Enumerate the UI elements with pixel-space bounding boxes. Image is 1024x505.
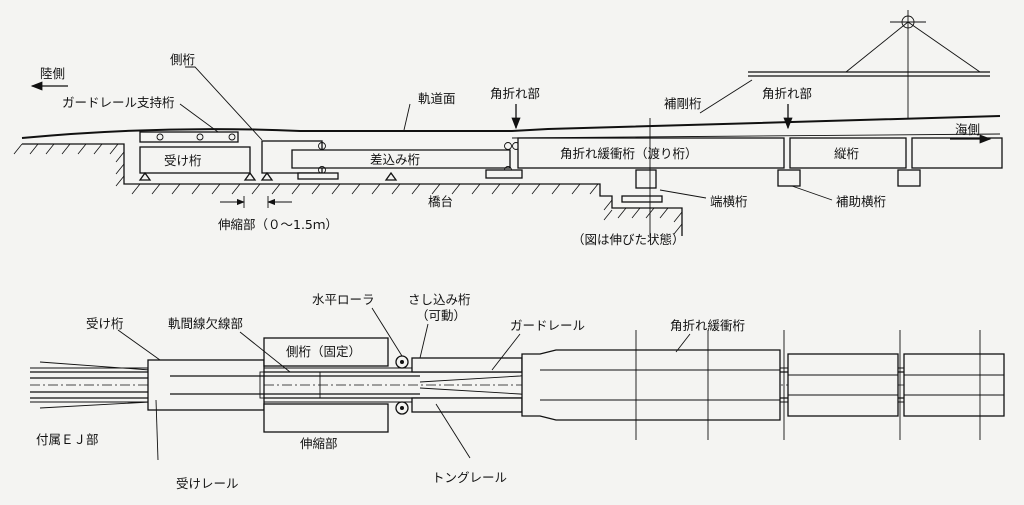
bend-buffer-girder-label: 角折れ緩衝桁（渡り桁） — [560, 146, 698, 161]
aux-cross-girder-rect-2 — [897, 169, 921, 187]
guardrail-support-girder-rect — [139, 131, 239, 143]
track-lower-line — [511, 133, 1001, 139]
insert-girder-rect — [291, 149, 511, 169]
elevation-leaders — [179, 66, 833, 201]
bend-part-label-left: 角折れ部 — [490, 86, 540, 101]
bend-buffer-girder-rect — [517, 137, 785, 169]
ej-tongues — [39, 361, 151, 409]
roller-dot — [400, 406, 404, 410]
track-surface-line — [21, 115, 1001, 139]
receiving-girder-label: 受け桁 — [164, 153, 202, 168]
roller — [156, 133, 164, 141]
plan-receiving-girder-label: 受け桁 — [86, 316, 124, 331]
roller — [228, 133, 236, 141]
plan-insert-girder-top — [411, 357, 523, 373]
bend-part-label-right: 角折れ部 — [762, 86, 812, 101]
plan-bend-buffer-girder — [521, 349, 781, 421]
side-girder-label: 側桁 — [170, 52, 195, 67]
girder-rails — [788, 374, 1004, 396]
receiving-girder-rect — [139, 146, 251, 174]
support-tower — [649, 10, 990, 236]
track-surface-label: 軌道面 — [418, 91, 456, 106]
receiving-rail-label: 受けレール — [176, 476, 239, 491]
plan-receiving-girder — [147, 359, 265, 411]
longitudinal-girder-rect-2 — [911, 137, 1003, 169]
end-cross-girder-label: 端横桁 — [710, 194, 748, 209]
stiffening-girder-label: 補剛桁 — [664, 96, 702, 111]
plan-view: 受け桁 軌間線欠線部 水平ローラ さし込み桁 （可動） ガードレール 角折れ緩衝… — [30, 292, 1005, 491]
guardrail-support-girder-label: ガードレール支持桁 — [62, 95, 175, 110]
insert-girder-label-1: さし込み桁 — [408, 292, 471, 307]
roller — [196, 133, 204, 141]
plan-leaders — [117, 307, 691, 461]
horizontal-roller-label: 水平ローラ — [312, 292, 375, 307]
plan-insert-girder-bottom — [411, 397, 523, 413]
plan-bend-buffer-girder-label: 角折れ緩衝桁 — [670, 318, 745, 333]
plan-longitudinal-girder — [787, 353, 899, 417]
buffer-inner-rails — [540, 369, 780, 401]
land-side-label: 陸側 — [40, 66, 65, 81]
insert-girder-label: 差込み桁 — [370, 152, 420, 167]
plan-side-girder-bottom — [263, 403, 389, 433]
abutment-label: 橋台 — [428, 194, 453, 209]
plan-side-girder-top — [263, 337, 389, 367]
insert-girder-label-2: （可動） — [416, 308, 466, 323]
end-cross-girder-rect — [635, 169, 657, 189]
aux-cross-girder-label: 補助横桁 — [836, 194, 886, 209]
plan-longitudinal-girder-2 — [903, 353, 1005, 417]
side-girder-fixed-label: 側桁（固定） — [286, 344, 361, 359]
plan-expansion-part-label: 伸縮部 — [300, 436, 338, 451]
tongue-rail-label: トングレール — [432, 470, 507, 485]
end-cross-girder-bearing — [621, 195, 663, 203]
track-gap-rails — [170, 375, 420, 395]
longitudinal-girder-rect — [789, 137, 907, 169]
track-gap-part-label: 軌間線欠線部 — [168, 316, 243, 331]
aux-cross-girder-rect — [777, 169, 801, 187]
roller-dot — [400, 360, 404, 364]
roller — [318, 142, 326, 150]
longitudinal-girder-label: 縦桁 — [834, 146, 859, 161]
expansion-part-label: 伸縮部（０～1.5ｍ） — [218, 217, 338, 232]
horizontal-roller-bottom — [395, 401, 409, 415]
guardrail-label: ガードレール — [510, 318, 585, 333]
roller — [504, 142, 512, 150]
attached-ej-label: 付属ＥＪ部 — [36, 432, 99, 447]
ej-rails — [30, 377, 152, 393]
section-lines — [635, 330, 981, 440]
sea-side-label: 海側 — [955, 122, 980, 137]
bearings — [138, 169, 523, 181]
extended-state-note: （図は伸びた状態） — [572, 232, 685, 247]
elevation-view: 陸側 側桁 ガードレール支持桁 軌道面 角折れ部 補剛桁 角折れ部 海側 受け桁… — [13, 10, 1003, 247]
